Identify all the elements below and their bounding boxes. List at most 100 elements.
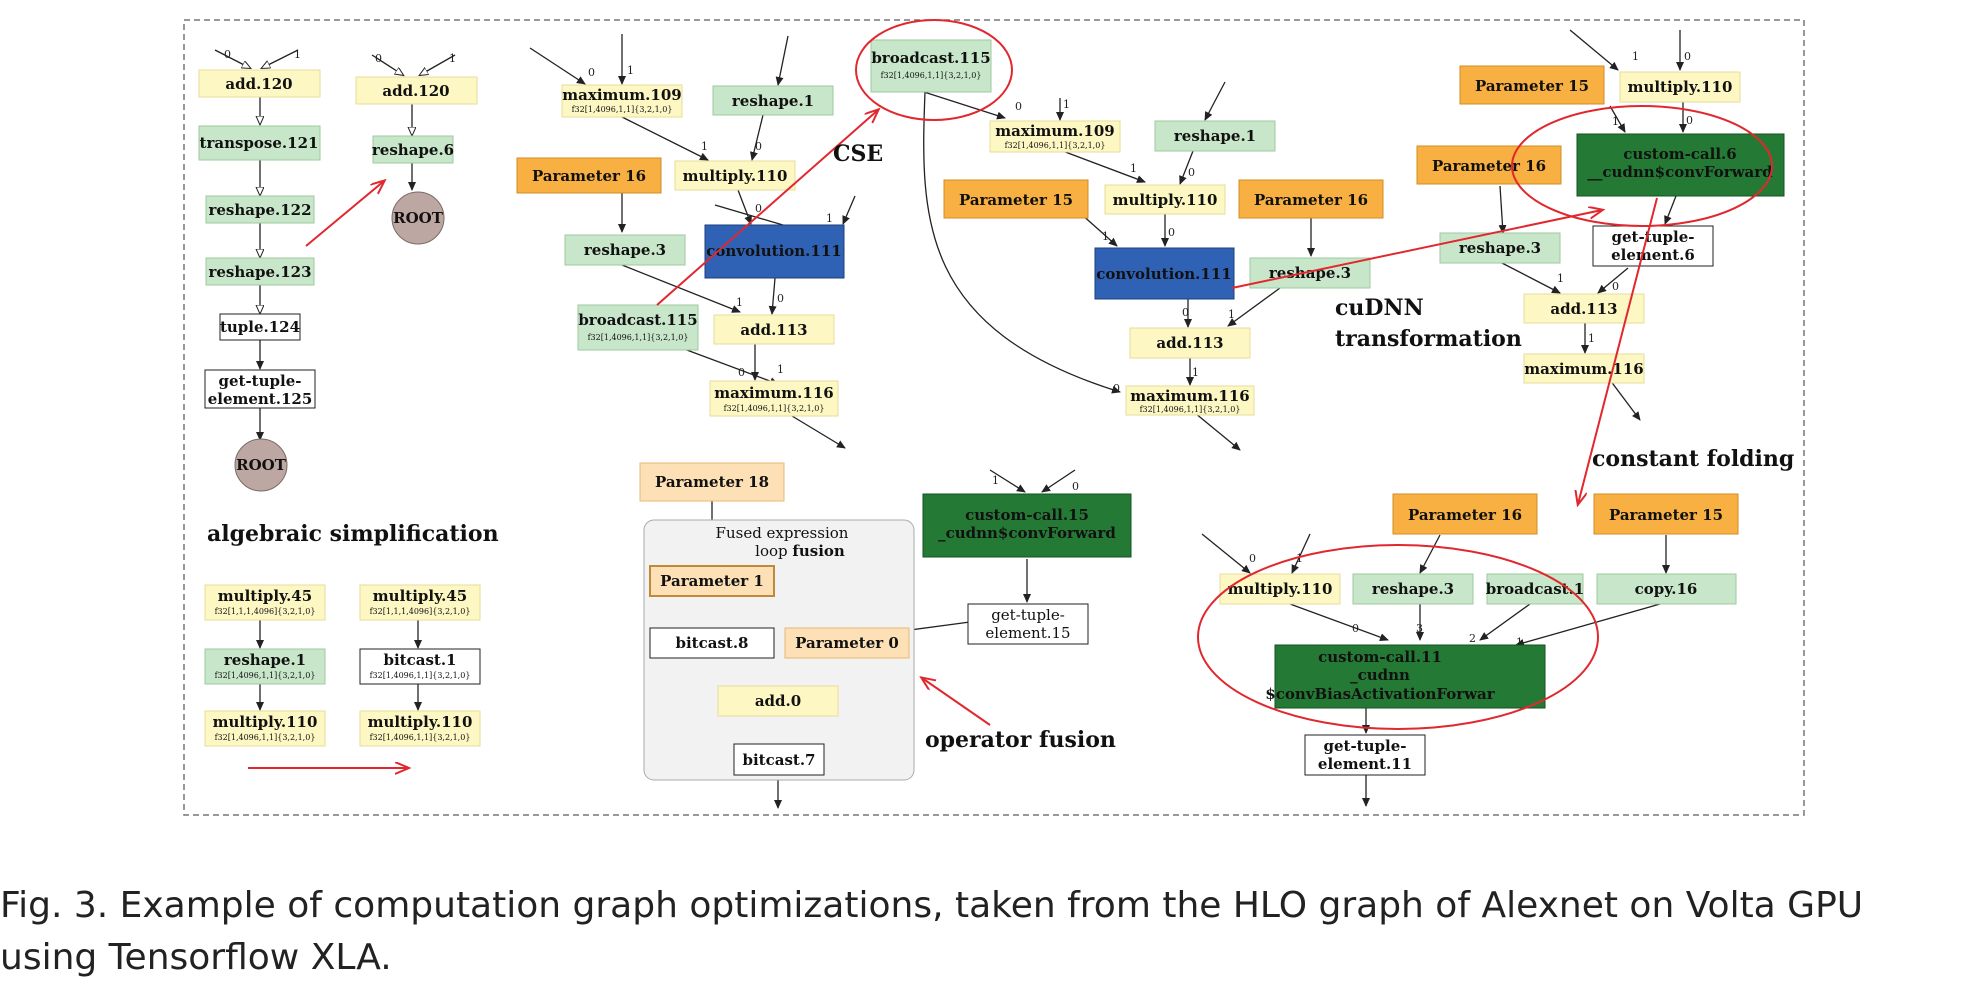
edge-label: 1	[1192, 366, 1199, 379]
node-reshape-3-cse: reshape.3	[564, 234, 686, 266]
svg-text:__cudnn$convForward: __cudnn$convForward	[1587, 163, 1773, 181]
node-add-113-cf: add.113	[1523, 293, 1645, 324]
svg-text:reshape.122: reshape.122	[208, 201, 311, 219]
label-cse: CSE	[833, 141, 883, 167]
node-multiply-45-simplified: multiply.45 f32[1,1,1,4096]{3,2,1,0}	[359, 584, 481, 621]
node-maximum-109-after: maximum.109 f32[1,4096,1,1]{3,2,1,0}	[989, 120, 1121, 153]
svg-text:f32[1,4096,1,1]{3,2,1,0}: f32[1,4096,1,1]{3,2,1,0}	[724, 404, 825, 413]
svg-text:$convBiasActivationForwar: $convBiasActivationForwar	[1265, 685, 1495, 703]
svg-text:reshape.3: reshape.3	[1459, 239, 1541, 257]
edge-label: 0	[1684, 50, 1691, 63]
edge-label: 0	[224, 48, 231, 61]
node-maximum-116-cf: maximum.116	[1523, 353, 1645, 384]
svg-text:f32[1,4096,1,1]{3,2,1,0}: f32[1,4096,1,1]{3,2,1,0}	[370, 733, 471, 742]
svg-text:reshape.3: reshape.3	[1269, 264, 1351, 282]
node-copy-16: copy.16	[1596, 573, 1737, 605]
edge-label: 1	[1228, 308, 1235, 321]
edge-label: 0	[375, 52, 382, 65]
svg-text:multiply.110: multiply.110	[683, 167, 788, 185]
node-multiply-110-bottom: multiply.110 f32[1,4096,1,1]{3,2,1,0}	[204, 710, 326, 747]
annotations-red	[248, 19, 1773, 768]
node-parameter-0: Parameter 0	[784, 627, 910, 659]
edge-label: 0	[1352, 622, 1359, 635]
edge-label: 0	[1612, 280, 1619, 293]
edge-label: 1	[826, 212, 833, 225]
svg-text:Parameter 15: Parameter 15	[1475, 77, 1589, 95]
cse-ellipse	[855, 19, 1013, 121]
svg-text:multiply.110: multiply.110	[213, 713, 318, 731]
svg-text:multiply.110: multiply.110	[1113, 191, 1218, 209]
svg-text:f32[1,1,1,4096]{3,2,1,0}: f32[1,1,1,4096]{3,2,1,0}	[215, 607, 316, 616]
svg-text:reshape.3: reshape.3	[584, 241, 666, 259]
node-multiply-110-cse: multiply.110	[674, 160, 796, 191]
node-get-tuple-element-15: get-tuple- element.15	[967, 603, 1089, 645]
svg-text:reshape.123: reshape.123	[208, 263, 311, 281]
svg-text:f32[1,4096,1,1]{3,2,1,0}: f32[1,4096,1,1]{3,2,1,0}	[588, 333, 689, 342]
svg-text:f32[1,4096,1,1]{3,2,1,0}: f32[1,4096,1,1]{3,2,1,0}	[215, 671, 316, 680]
edge-label: 0	[755, 202, 762, 215]
svg-text:Parameter 16: Parameter 16	[532, 167, 646, 185]
edge-label: 1	[294, 48, 301, 61]
node-root-2: ROOT	[391, 191, 445, 245]
svg-text:Parameter 1: Parameter 1	[660, 572, 764, 590]
svg-text:reshape.6: reshape.6	[372, 141, 454, 159]
svg-text:broadcast.115: broadcast.115	[578, 311, 697, 329]
svg-text:bitcast.1: bitcast.1	[383, 651, 456, 669]
label-algebraic-simplification: algebraic simplification	[207, 521, 499, 547]
edge-label: 1	[1588, 332, 1595, 345]
label-constant-folding: constant folding	[1592, 446, 1794, 472]
node-add-120-simplified: add.120	[355, 76, 478, 105]
svg-text:add.0: add.0	[755, 692, 801, 710]
svg-text:broadcast.115: broadcast.115	[871, 49, 990, 67]
svg-text:maximum.116: maximum.116	[1130, 387, 1249, 405]
edge-label: 1	[627, 64, 634, 77]
edge-label: 0	[1113, 382, 1120, 395]
svg-text:convolution.111: convolution.111	[1096, 265, 1231, 283]
svg-text:element.6: element.6	[1611, 246, 1695, 264]
svg-text:multiply.45: multiply.45	[218, 587, 312, 605]
node-bitcast-8: bitcast.8	[649, 627, 775, 659]
edge-label: 1	[449, 52, 456, 65]
edge-labels: 0 1 0 1 0 1 1 0 0 1 1 0 0 1 0 1 1 0 1 0 …	[224, 48, 1693, 683]
edge-label: 0	[1168, 226, 1175, 239]
node-add-120: add.120	[198, 69, 321, 98]
edge-label: 1	[1557, 272, 1564, 285]
node-transpose-121: transpose.121	[198, 125, 321, 161]
node-reshape-122: reshape.122	[205, 195, 315, 224]
svg-text:bitcast.7: bitcast.7	[742, 751, 815, 769]
svg-text:f32[1,4096,1,1]{3,2,1,0}: f32[1,4096,1,1]{3,2,1,0}	[215, 733, 316, 742]
node-multiply-110-folded: multiply.110	[1219, 573, 1341, 605]
svg-text:element.11: element.11	[1318, 755, 1412, 773]
node-reshape-3-cf: reshape.3	[1439, 232, 1561, 264]
node-multiply-110-simplified: multiply.110 f32[1,4096,1,1]{3,2,1,0}	[359, 710, 481, 747]
edge-label: 0	[1188, 166, 1195, 179]
node-custom-call-11: custom-call.11 _cudnn $convBiasActivatio…	[1265, 644, 1546, 709]
svg-text:custom-call.15: custom-call.15	[965, 506, 1089, 524]
svg-text:multiply.110: multiply.110	[368, 713, 473, 731]
edge-label: 0	[1072, 480, 1079, 493]
svg-text:f32[1,4096,1,1]{3,2,1,0}: f32[1,4096,1,1]{3,2,1,0}	[1140, 405, 1241, 414]
svg-text:Parameter 16: Parameter 16	[1432, 157, 1546, 175]
cse-arrow	[656, 110, 878, 306]
node-get-tuple-element-125: get-tuple- element.125	[204, 369, 316, 409]
svg-text:Parameter 16: Parameter 16	[1408, 506, 1522, 524]
edge-label: 0	[1686, 114, 1693, 127]
constant-folding-arrow	[1578, 197, 1658, 504]
svg-text:transpose.121: transpose.121	[200, 134, 319, 152]
svg-text:Parameter 16: Parameter 16	[1254, 191, 1368, 209]
label-cudnn: cuDNN	[1335, 295, 1424, 321]
svg-text:element.15: element.15	[985, 624, 1070, 642]
node-parameter-15-cf: Parameter 15	[1459, 65, 1605, 105]
svg-text:_cudnn: _cudnn	[1350, 666, 1410, 684]
svg-text:copy.16: copy.16	[1635, 580, 1698, 598]
node-get-tuple-element-6: get-tuple- element.6	[1592, 225, 1714, 267]
operator-fusion-arrow	[922, 678, 991, 726]
node-reshape-3-folded: reshape.3	[1352, 573, 1474, 605]
node-parameter-16-folded: Parameter 16	[1392, 493, 1538, 535]
caption-line-1: Fig. 3. Example of computation graph opt…	[0, 885, 1864, 926]
svg-text:broadcast.1: broadcast.1	[1486, 580, 1585, 598]
edge-label: 1	[1632, 50, 1639, 63]
edge-label: 1	[1296, 552, 1303, 565]
svg-text:Parameter 15: Parameter 15	[959, 191, 1073, 209]
svg-text:add.120: add.120	[382, 82, 449, 100]
